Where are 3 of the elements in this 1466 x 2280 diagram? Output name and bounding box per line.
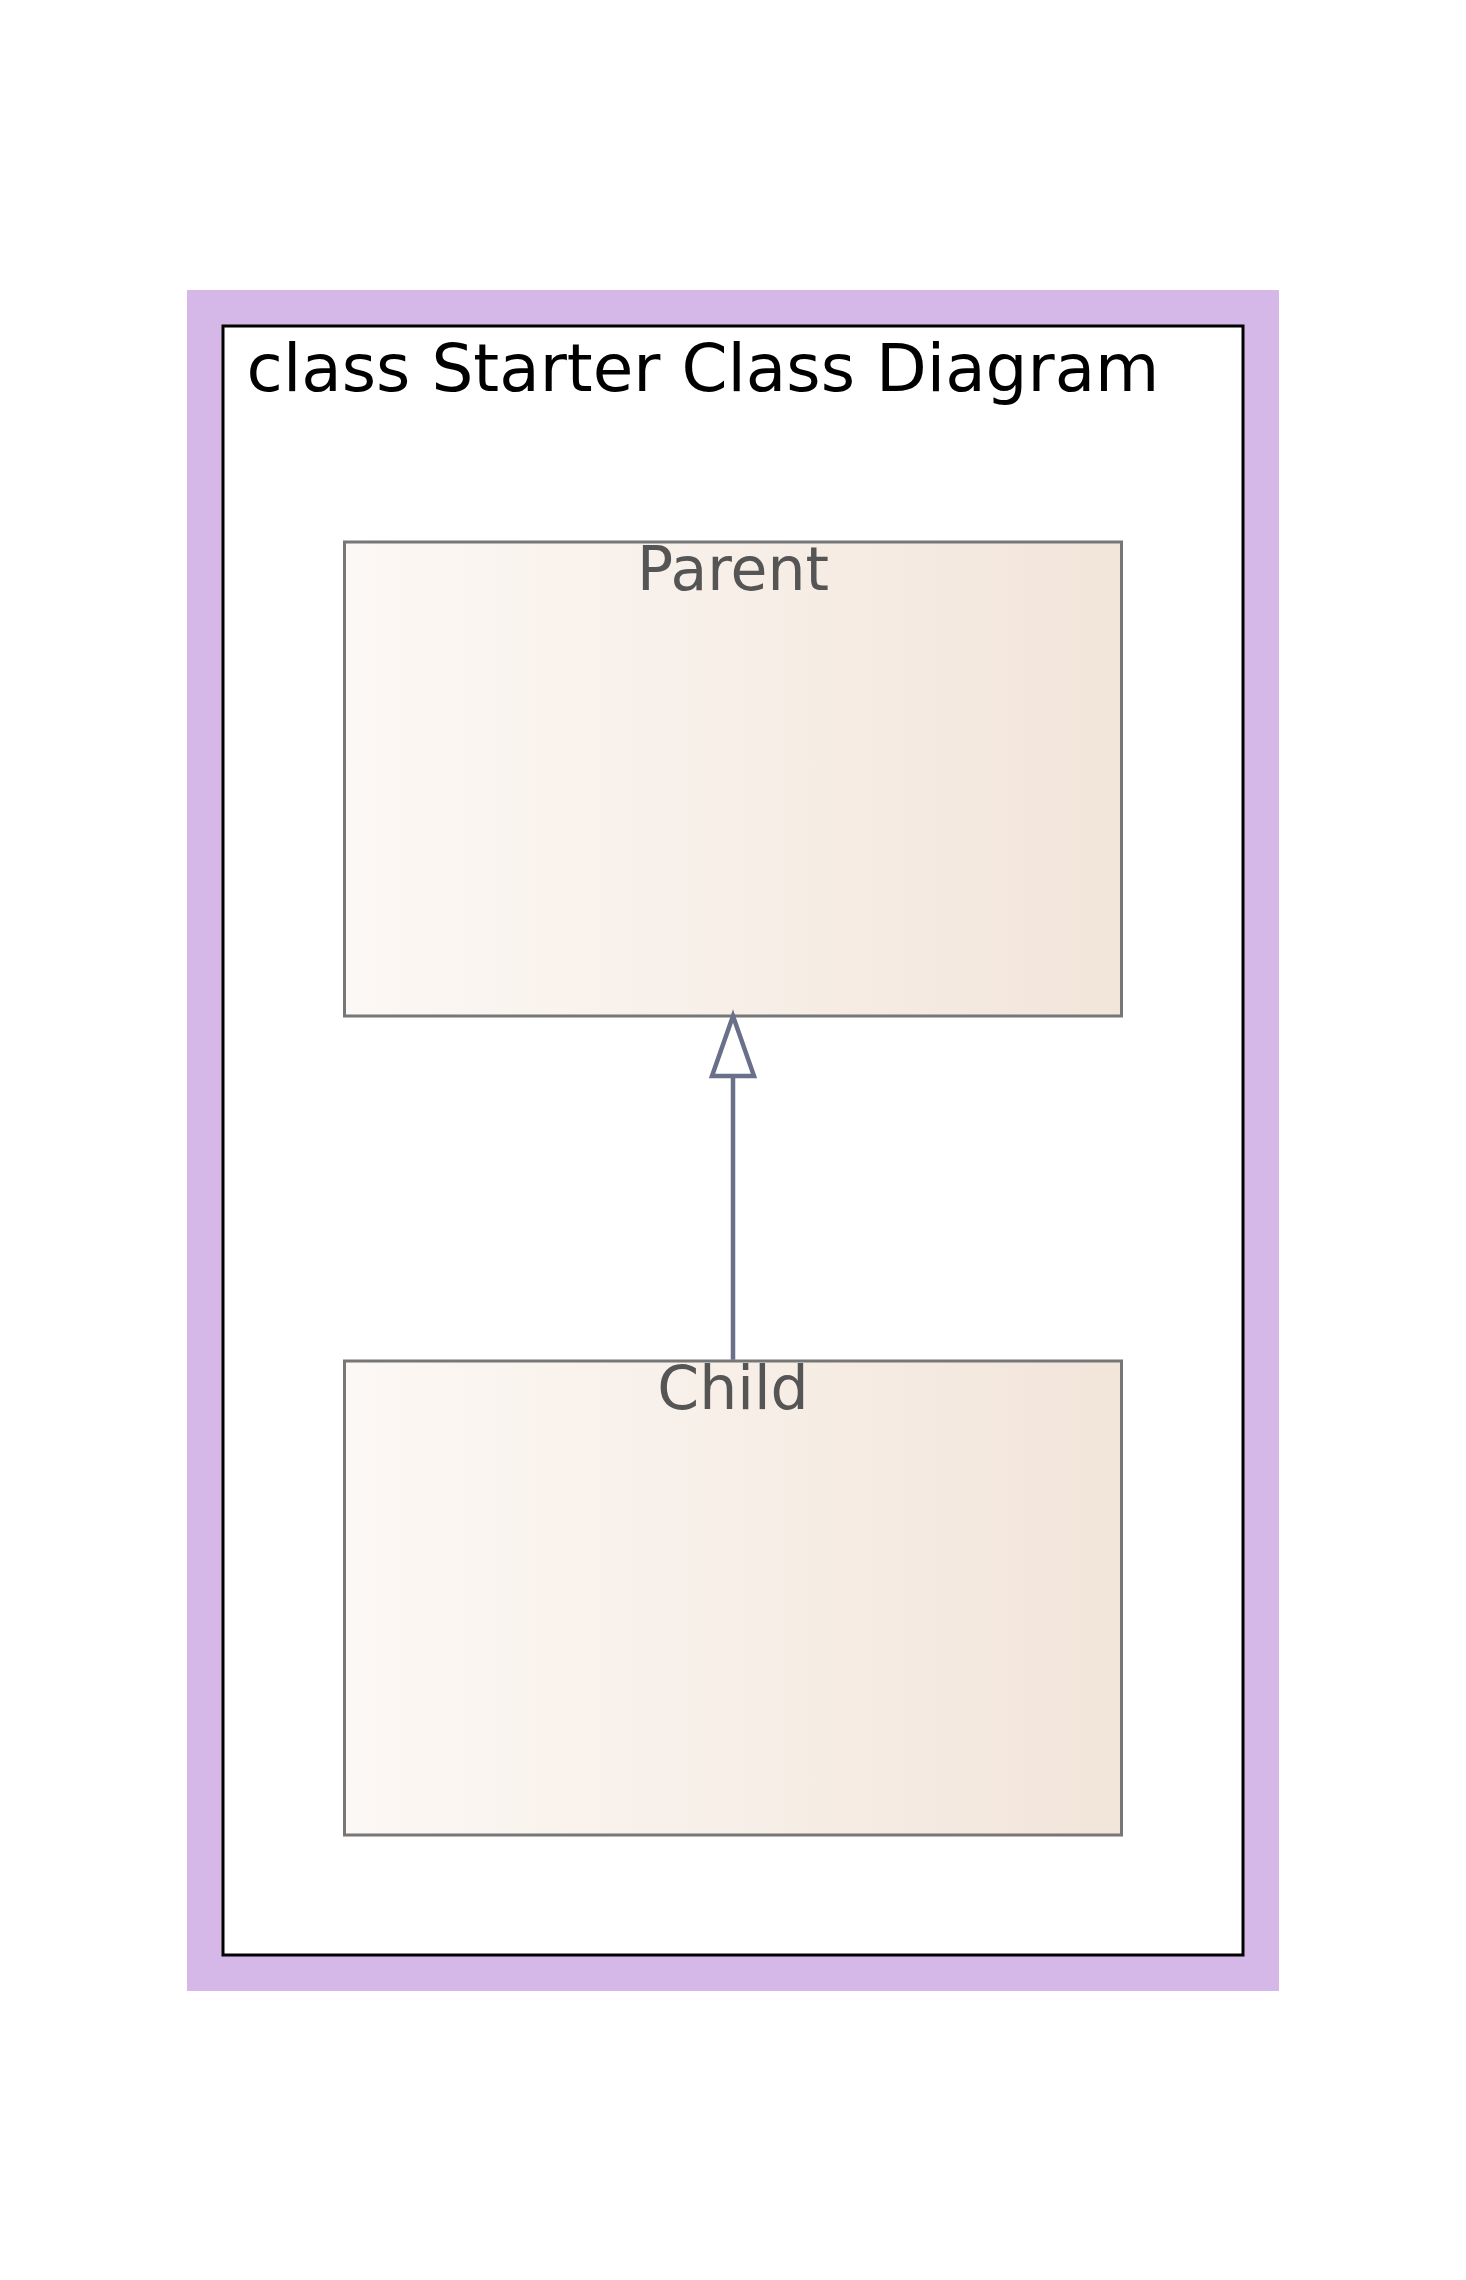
node-box: Parent — [343, 540, 1123, 1017]
node-box: Child — [343, 1359, 1123, 1836]
arrow — [708, 1008, 758, 1360]
